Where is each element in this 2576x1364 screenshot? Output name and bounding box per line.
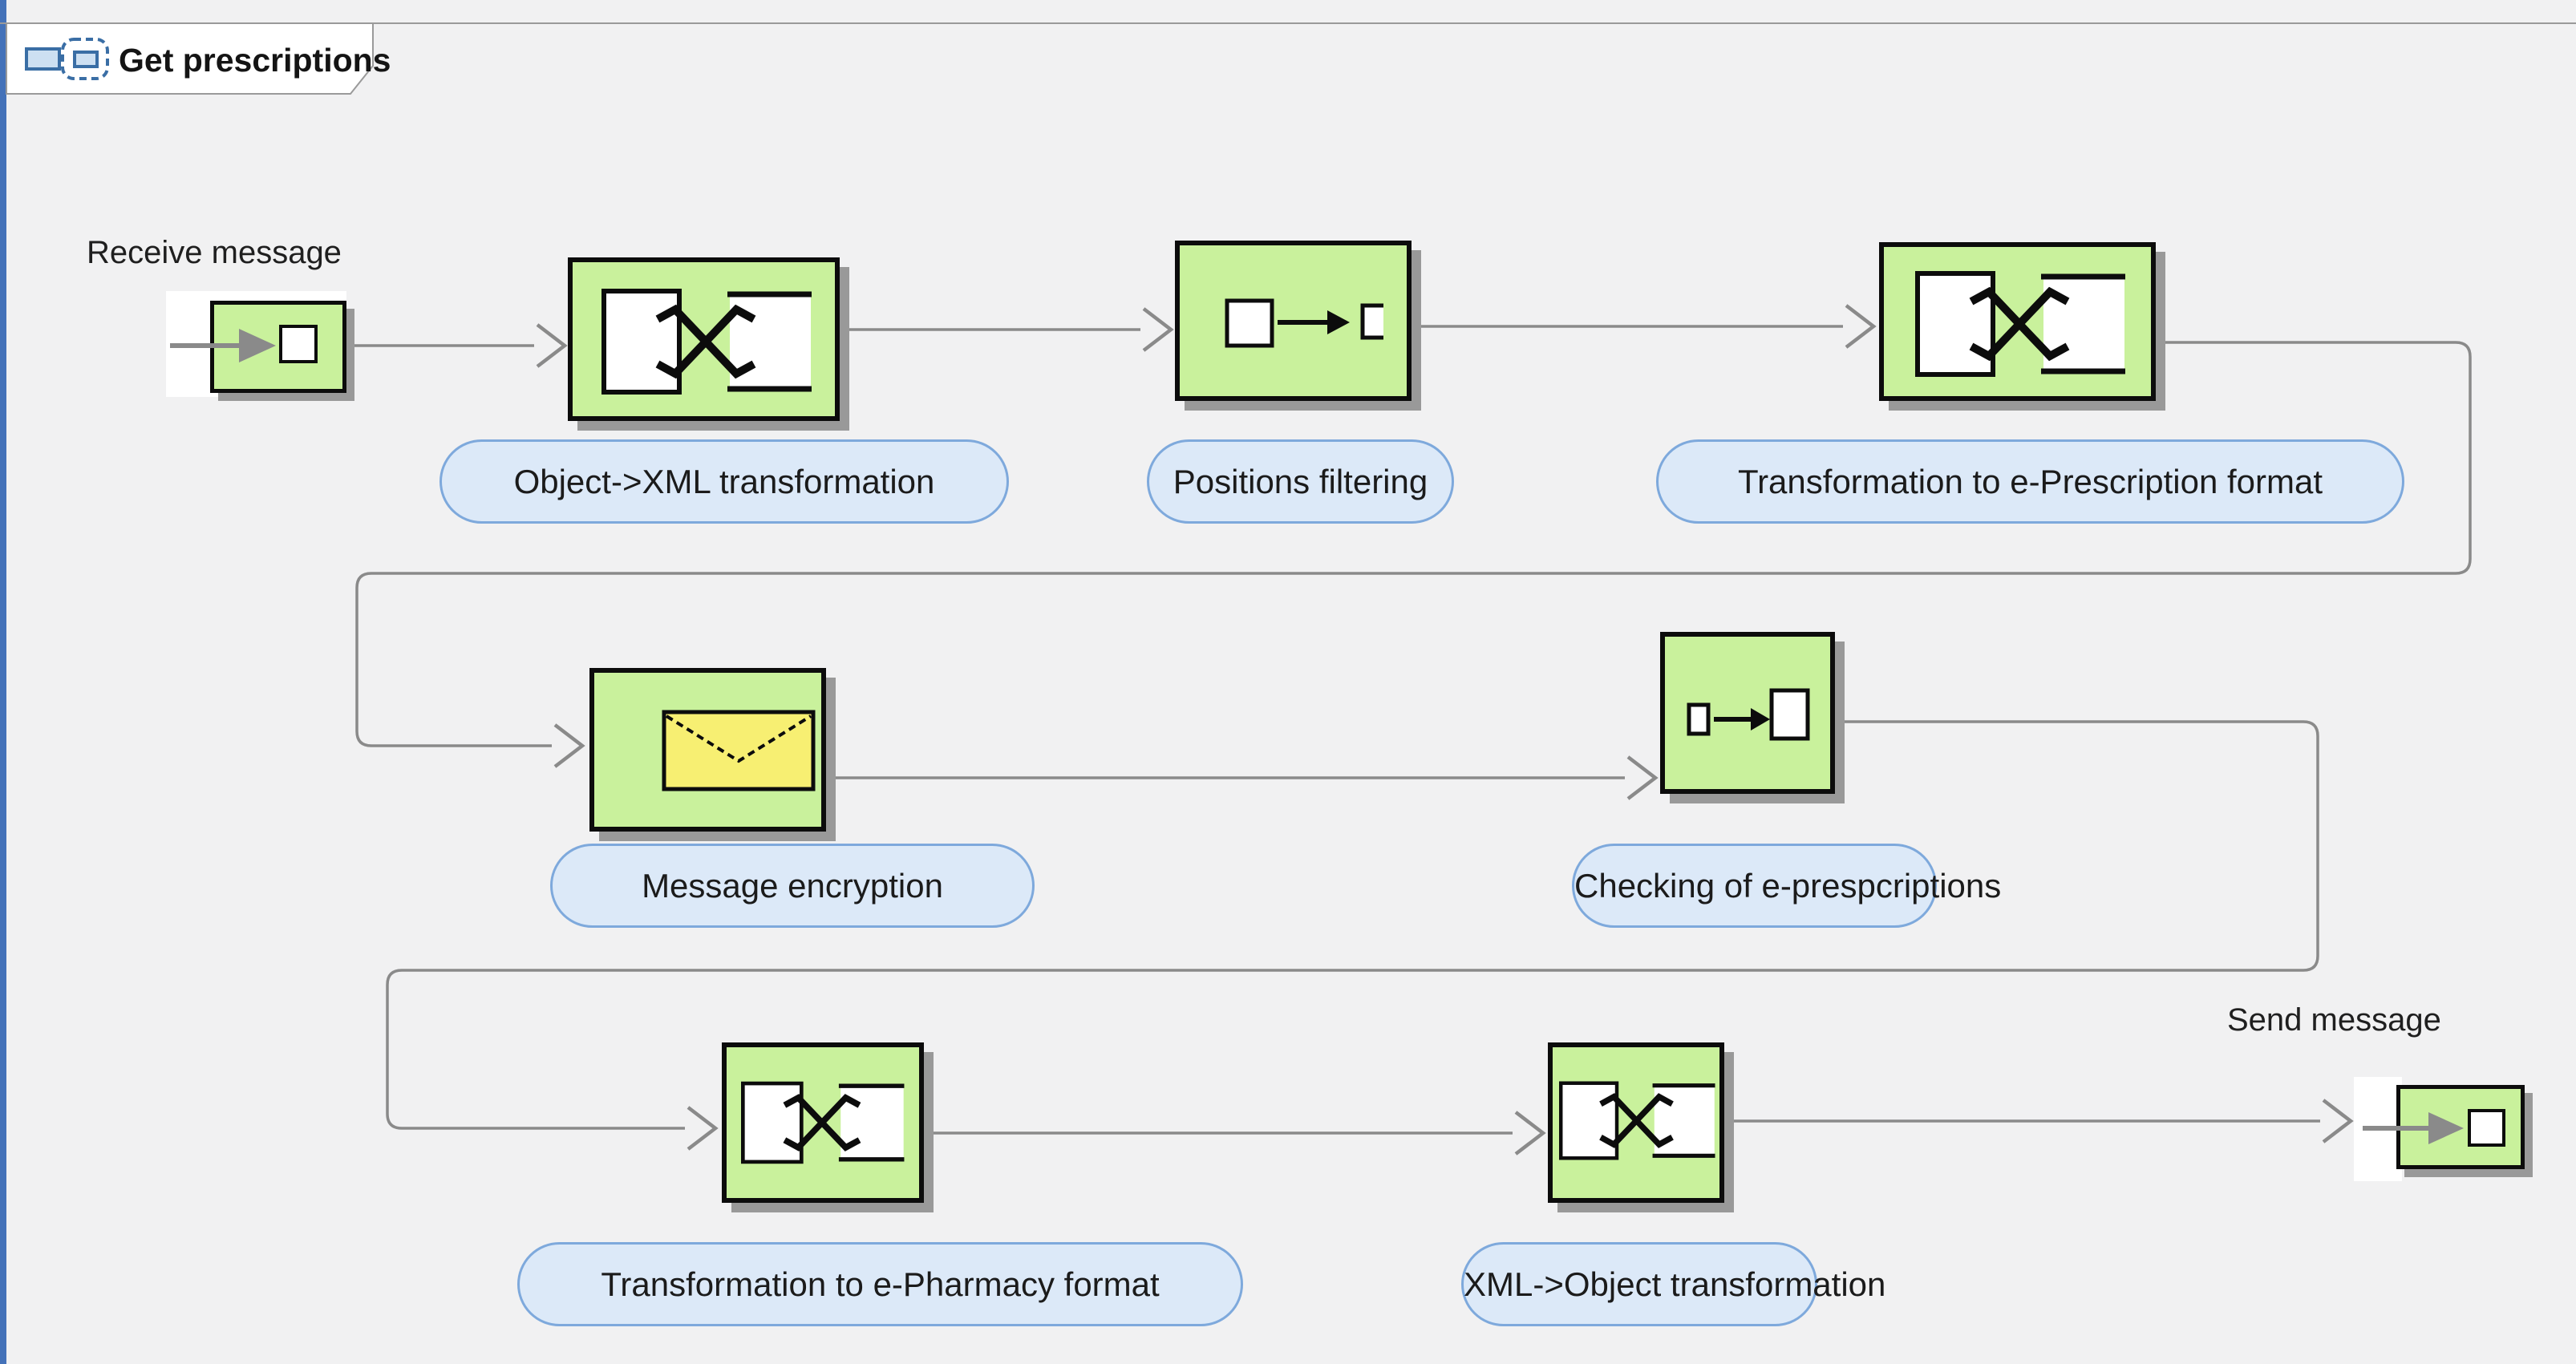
receive-endpoint-square: [279, 325, 318, 363]
send-endpoint-square: [2468, 1109, 2505, 1147]
arrowhead: [1845, 304, 1877, 349]
arrowhead: [687, 1106, 719, 1151]
step-label-encrypt[interactable]: Message encryption: [550, 844, 1035, 928]
arrowhead: [1626, 755, 1659, 800]
arrowhead: [2322, 1099, 2354, 1143]
arrowhead: [1142, 307, 1174, 352]
step-label-xml2obj[interactable]: XML->Object transformation: [1461, 1242, 1885, 1326]
receive-endpoint-label: Receive message: [87, 235, 342, 270]
transform-icon: [1559, 1081, 1715, 1160]
transform-icon: [601, 289, 812, 395]
arrowhead: [553, 723, 585, 768]
canvas-left-accent: [0, 0, 6, 1364]
step-label-obj2xml[interactable]: Object->XML transformation: [439, 439, 1009, 524]
connector-eprescription-to-encrypt: [355, 341, 2472, 747]
step-label-epharmacy[interactable]: Transformation to e-Pharmacy format: [517, 1242, 1243, 1326]
send-endpoint-label: Send message: [2227, 1002, 2441, 1038]
step-label-check[interactable]: Checking of e-prespcriptions: [1572, 844, 2001, 928]
transform-icon: [741, 1081, 905, 1164]
envelope-icon: [662, 710, 816, 791]
arrowhead: [536, 323, 568, 368]
route-icon: [25, 38, 109, 80]
step-label-filter[interactable]: Positions filtering: [1147, 439, 1454, 524]
message-endpoint-icon: [170, 329, 276, 362]
step-label-eprescription[interactable]: Transformation to e-Prescription format: [1656, 439, 2404, 524]
message-endpoint-icon: [2363, 1112, 2464, 1144]
arrowhead: [1514, 1111, 1546, 1156]
canvas-top-rule: [0, 22, 2576, 24]
filter-icon: [1225, 298, 1383, 348]
connector-check-to-epharmacy: [386, 720, 2319, 1130]
transform-icon: [1915, 271, 2125, 377]
check-icon: [1687, 688, 1810, 741]
route-title: Get prescriptions: [119, 42, 391, 79]
